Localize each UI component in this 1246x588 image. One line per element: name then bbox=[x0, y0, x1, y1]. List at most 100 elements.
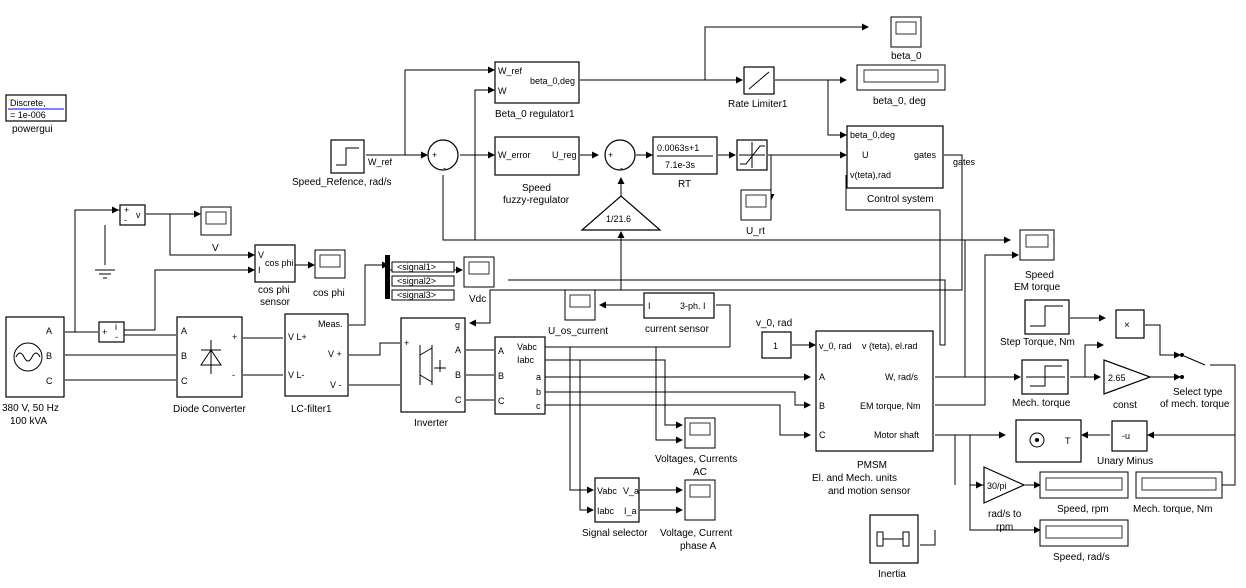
gain-30-pi[interactable]: 30/pi rad/s to rpm bbox=[983, 466, 1026, 533]
voltage-measurement[interactable]: +- v bbox=[119, 204, 146, 226]
beta0-scope[interactable]: beta_0 bbox=[890, 16, 922, 62]
beta-reg-in1: W_ref bbox=[498, 66, 523, 76]
wires bbox=[65, 23, 1236, 546]
pmsm-block[interactable]: v_0, rad v (teta), el.rad A W, rad/s B E… bbox=[812, 330, 934, 497]
vc-ac-scope[interactable]: Voltages, Currents AC bbox=[655, 417, 737, 478]
cur-sensor-out: 3-ph. I bbox=[680, 301, 706, 311]
speed-ref-signal-label: W_ref bbox=[368, 157, 393, 167]
unary-minus-block[interactable]: -u Unary Minus bbox=[1097, 420, 1153, 467]
beta0-deg-display[interactable]: beta_0, deg bbox=[856, 64, 946, 107]
product-block[interactable]: × bbox=[1115, 309, 1145, 339]
vmeas-text: v bbox=[136, 210, 141, 220]
signal-selector[interactable]: Vabc Iabc V_a I_a Signal selector bbox=[582, 477, 648, 539]
vdc-label: Vdc bbox=[469, 294, 486, 305]
control-out: gates bbox=[914, 150, 937, 160]
speed-ref-block[interactable]: W_ref Speed_Refence, rad/s bbox=[292, 139, 393, 188]
beta-regulator-block[interactable]: W_ref W beta_0,deg Beta_0 regulator1 bbox=[494, 61, 580, 120]
pmsm-inC: C bbox=[819, 430, 826, 440]
three-phase-source[interactable]: A B C 380 V, 50 Hz 100 kVA bbox=[2, 316, 65, 427]
vdc-scope[interactable]: Vdc bbox=[463, 256, 495, 305]
speed-ref-label: Speed_Refence, rad/s bbox=[292, 177, 392, 188]
gain-2-65[interactable]: 2.65 const bbox=[1103, 359, 1152, 411]
const-1-block[interactable]: 1 bbox=[761, 331, 792, 359]
cur-sensor-in: I bbox=[648, 301, 651, 311]
vi-measurement[interactable]: Vabc Iabc A B C a b c bbox=[494, 336, 546, 415]
gain265-text: 2.65 bbox=[1108, 373, 1126, 383]
bus-selector[interactable]: <signal1> <signal2> <signal3> bbox=[385, 255, 455, 301]
lc-out3: V - bbox=[330, 380, 342, 390]
beta-reg-out: beta_0,deg bbox=[530, 76, 575, 86]
inertia-block[interactable]: Inertia bbox=[869, 514, 919, 580]
current-sensor-block[interactable]: I 3-ph. I current sensor bbox=[643, 292, 715, 335]
diode-minus: - bbox=[232, 370, 235, 380]
diode-converter[interactable]: A B C + - Diode Converter bbox=[173, 316, 246, 415]
svg-text:-: - bbox=[620, 163, 623, 173]
svg-text:+: + bbox=[432, 150, 437, 160]
inertia-label: Inertia bbox=[878, 569, 906, 580]
vimeas-pB: B bbox=[498, 371, 504, 381]
inverter-label: Inverter bbox=[414, 418, 449, 429]
cosphi-in2: I bbox=[258, 265, 261, 275]
speed-rpm-display[interactable]: Speed, rpm bbox=[1039, 471, 1129, 515]
gain-1-21-6[interactable]: 1/21.6 bbox=[580, 195, 662, 231]
select-switch[interactable]: Select type of mech. torque bbox=[1160, 353, 1230, 410]
pmsm-out3: EM torque, Nm bbox=[860, 401, 921, 411]
cosphi-label-1: cos phi bbox=[258, 285, 290, 296]
saturation-block[interactable] bbox=[736, 139, 768, 171]
cos-phi-scope[interactable]: cos phi bbox=[313, 249, 346, 299]
u-rt-scope[interactable]: U_rt bbox=[740, 189, 772, 237]
lc-out1: Meas. bbox=[318, 319, 343, 329]
fuzzy-regulator-block[interactable]: W_error U_reg Speed fuzzy-regulator bbox=[494, 136, 580, 206]
lc-filter[interactable]: V L+ V L- Meas. V + V - LC-filter1 bbox=[284, 313, 349, 415]
svg-text:+: + bbox=[608, 150, 613, 160]
speed-rads-label: Speed, rad/s bbox=[1053, 552, 1110, 563]
rt-den: 7.1e-3s bbox=[665, 160, 696, 170]
pmsm-label-2: El. and Mech. units bbox=[812, 473, 897, 484]
v-scope[interactable]: V bbox=[200, 206, 232, 254]
torque-source-block[interactable]: T bbox=[1015, 419, 1082, 463]
sigsel-in1: Vabc bbox=[597, 486, 617, 496]
source-label-2: 100 kVA bbox=[10, 416, 47, 427]
vc-phase-label-2: phase A bbox=[680, 541, 716, 552]
control-system-block[interactable]: beta_0,deg U v(teta),rad gates Control s… bbox=[846, 125, 944, 205]
vc-ac-label-1: Voltages, Currents bbox=[655, 454, 737, 465]
mech-torque-nm-display[interactable]: Mech. torque, Nm bbox=[1133, 471, 1223, 515]
speed-em-torque-scope[interactable]: Speed EM torque bbox=[1014, 229, 1061, 293]
torque-src-text: T bbox=[1065, 436, 1071, 446]
powergui-block[interactable]: Discrete, = 1e-006 powergui bbox=[5, 94, 67, 135]
const1-text: 1 bbox=[773, 341, 778, 351]
cos-phi-sensor[interactable]: V I cos phi cos phi sensor bbox=[254, 244, 296, 308]
rate-limiter-block[interactable]: Rate Limiter1 bbox=[728, 66, 788, 110]
sum-block-2[interactable]: +- bbox=[604, 139, 636, 173]
gain30pi-label-2: rpm bbox=[996, 522, 1013, 533]
unary-text: -u bbox=[1122, 431, 1130, 441]
rt-transfer-block[interactable]: 0.0063s+1 7.1e-3s RT bbox=[652, 136, 718, 190]
pmsm-in1: v_0, rad bbox=[819, 341, 852, 351]
mech-torque-scope[interactable]: Mech. torque bbox=[1012, 359, 1071, 409]
current-measurement[interactable]: + i - bbox=[98, 321, 125, 343]
pmsm-label-1: PMSM bbox=[857, 460, 887, 471]
pmsm-inA: A bbox=[819, 372, 825, 382]
u-os-current-scope[interactable]: U_os_current bbox=[548, 289, 608, 337]
step-torque-block[interactable]: Step Torque, Nm bbox=[1000, 299, 1075, 348]
pmsm-label-3: and motion sensor bbox=[828, 486, 911, 497]
inverter-block[interactable]: g A B C + Inverter bbox=[400, 317, 466, 429]
vc-phase-label-1: Voltage, Current bbox=[660, 528, 732, 539]
fuzzy-in: W_error bbox=[498, 150, 531, 160]
signal-3: <signal3> bbox=[397, 290, 436, 300]
control-in2: U bbox=[862, 150, 869, 160]
vimeas-b: b bbox=[536, 387, 541, 397]
pmsm-out4: Motor shaft bbox=[874, 430, 920, 440]
diode-pC: C bbox=[181, 376, 188, 386]
diode-plus: + bbox=[232, 332, 237, 342]
control-label: Control system bbox=[867, 194, 934, 205]
sigsel-o1: V_a bbox=[623, 486, 639, 496]
vimeas-a: a bbox=[536, 372, 541, 382]
sum-block-1[interactable]: +- bbox=[427, 139, 459, 173]
inverter-pA: A bbox=[455, 345, 461, 355]
v0-rad-label: v_0, rad bbox=[756, 318, 792, 329]
speed-rads-display[interactable]: Speed, rad/s bbox=[1039, 519, 1129, 563]
vc-phase-a-scope[interactable]: Voltage, Current phase A bbox=[660, 479, 732, 552]
gain30pi-text: 30/pi bbox=[987, 481, 1007, 491]
select-label-2: of mech. torque bbox=[1160, 399, 1230, 410]
